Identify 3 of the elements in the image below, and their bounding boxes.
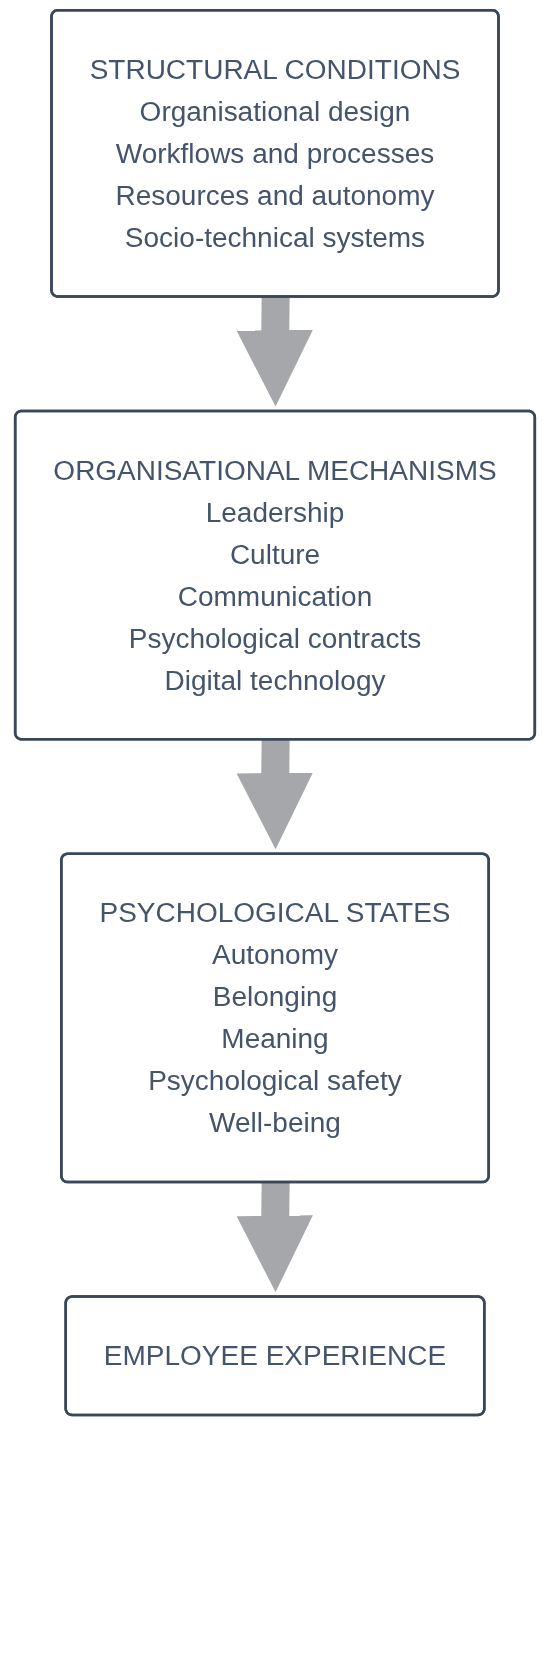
- arrow: [236, 739, 313, 850]
- arrow: [236, 296, 313, 407]
- arrow: [236, 1182, 313, 1293]
